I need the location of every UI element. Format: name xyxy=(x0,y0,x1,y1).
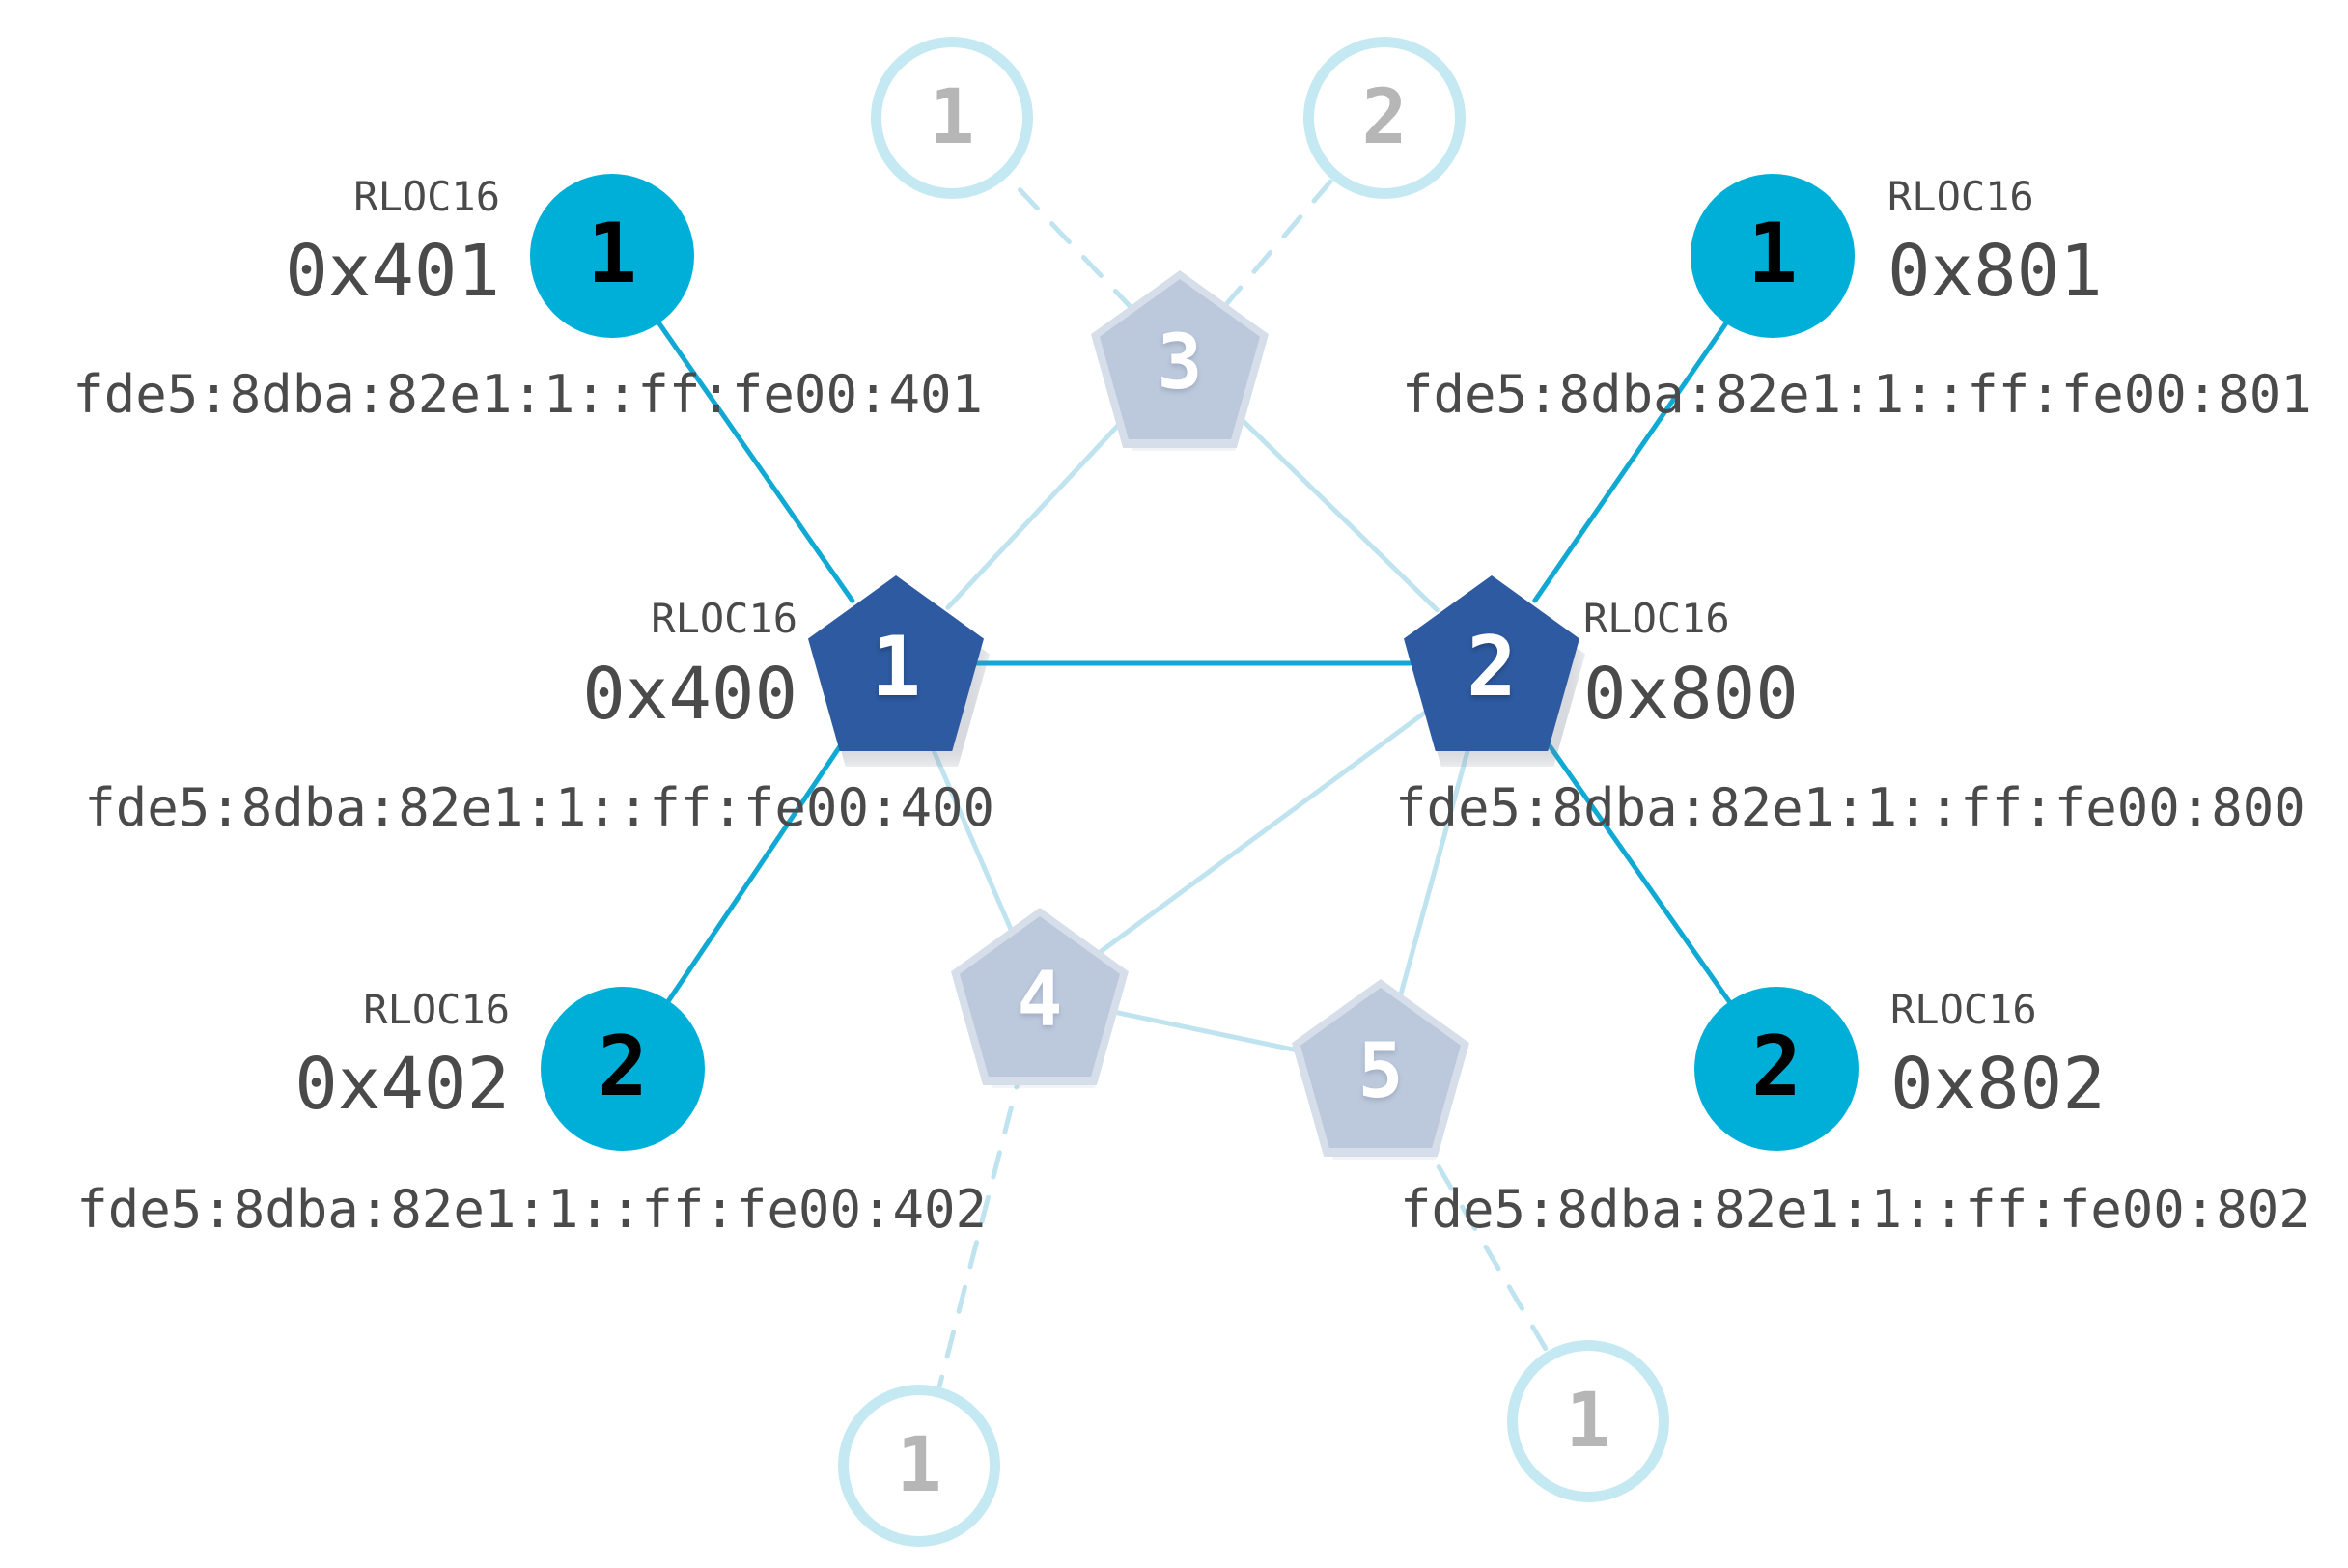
ipv6-address-lbl-801: fde5:8dba:82e1:1::ff:fe00:801 xyxy=(1402,364,2312,425)
node-ghost-top-left[interactable]: 1 xyxy=(871,37,1033,199)
node-glyph-child-402: 2 xyxy=(598,1019,648,1115)
node-glyph-child-401: 1 xyxy=(587,206,637,302)
edge-router-400-to-router-3 xyxy=(945,406,1136,610)
node-glyph-router-400: 1 xyxy=(871,619,921,715)
edge-router-5-to-ghost-bottom-right xyxy=(1412,1124,1551,1358)
edge-router-800-to-child-802 xyxy=(1532,723,1734,1008)
rloc16-value-lbl-800: 0x800 xyxy=(1583,653,1799,736)
rloc16-value-lbl-401: 0x401 xyxy=(285,230,500,313)
rloc16-caption-lbl-400: RLOC16 xyxy=(651,595,797,642)
edge-router-800-to-router-4 xyxy=(1092,706,1433,959)
edge-router-400-to-child-402 xyxy=(663,724,856,1007)
node-child-801[interactable]: 1 xyxy=(1691,174,1855,338)
node-child-402[interactable]: 2 xyxy=(541,987,705,1151)
ipv6-address-lbl-400: fde5:8dba:82e1:1::ff:fe00:400 xyxy=(84,777,994,838)
ipv6-address-lbl-800: fde5:8dba:82e1:1::ff:fe00:800 xyxy=(1395,777,2306,838)
node-glyph-ghost-top-right: 2 xyxy=(1361,74,1408,161)
rloc16-caption-lbl-802: RLOC16 xyxy=(1890,986,2037,1033)
rloc16-caption-lbl-402: RLOC16 xyxy=(363,986,510,1033)
rloc16-value-lbl-400: 0x400 xyxy=(582,653,797,736)
node-glyph-router-800: 2 xyxy=(1467,619,1517,715)
node-glyph-router-3: 3 xyxy=(1157,320,1203,406)
rloc16-value-lbl-801: 0x801 xyxy=(1887,230,2103,313)
rloc16-value-lbl-402: 0x402 xyxy=(294,1043,510,1126)
node-ghost-bottom-left[interactable]: 1 xyxy=(838,1385,1000,1547)
node-child-401[interactable]: 1 xyxy=(530,174,694,338)
node-glyph-ghost-bottom-left: 1 xyxy=(896,1422,942,1509)
ipv6-address-lbl-402: fde5:8dba:82e1:1::ff:fe00:402 xyxy=(76,1179,987,1240)
node-glyph-router-5: 5 xyxy=(1357,1028,1404,1115)
edge-router-4-to-ghost-bottom-left xyxy=(936,1060,1025,1394)
edge-router-4-to-router-5 xyxy=(1104,1008,1317,1056)
node-glyph-router-4: 4 xyxy=(1017,957,1063,1044)
rloc16-caption-lbl-800: RLOC16 xyxy=(1583,595,1730,642)
edge-router-800-to-router-5 xyxy=(1396,734,1474,1005)
edge-router-400-to-child-401 xyxy=(654,317,855,603)
node-child-802[interactable]: 2 xyxy=(1694,987,1859,1151)
ipv6-address-lbl-802: fde5:8dba:82e1:1::ff:fe00:802 xyxy=(1400,1179,2310,1240)
node-ghost-bottom-right[interactable]: 1 xyxy=(1507,1340,1669,1502)
edge-router-400-to-router-4 xyxy=(923,731,1016,937)
rloc16-value-lbl-802: 0x802 xyxy=(1890,1043,2106,1126)
node-glyph-ghost-bottom-right: 1 xyxy=(1565,1378,1611,1465)
node-glyph-child-802: 2 xyxy=(1751,1019,1802,1115)
node-glyph-child-801: 1 xyxy=(1747,206,1798,302)
rloc16-caption-lbl-401: RLOC16 xyxy=(353,173,500,220)
edge-router-800-to-child-801 xyxy=(1532,318,1731,603)
edge-router-3-to-ghost-top-left xyxy=(1002,171,1135,312)
ipv6-address-lbl-401: fde5:8dba:82e1:1::ff:fe00:401 xyxy=(72,364,983,425)
node-ghost-top-right[interactable]: 2 xyxy=(1303,37,1466,199)
edge-router-800-to-router-3 xyxy=(1226,405,1440,613)
rloc16-caption-lbl-801: RLOC16 xyxy=(1887,173,2034,220)
node-glyph-ghost-top-left: 1 xyxy=(929,74,975,161)
edge-router-3-to-ghost-top-right xyxy=(1221,174,1337,310)
